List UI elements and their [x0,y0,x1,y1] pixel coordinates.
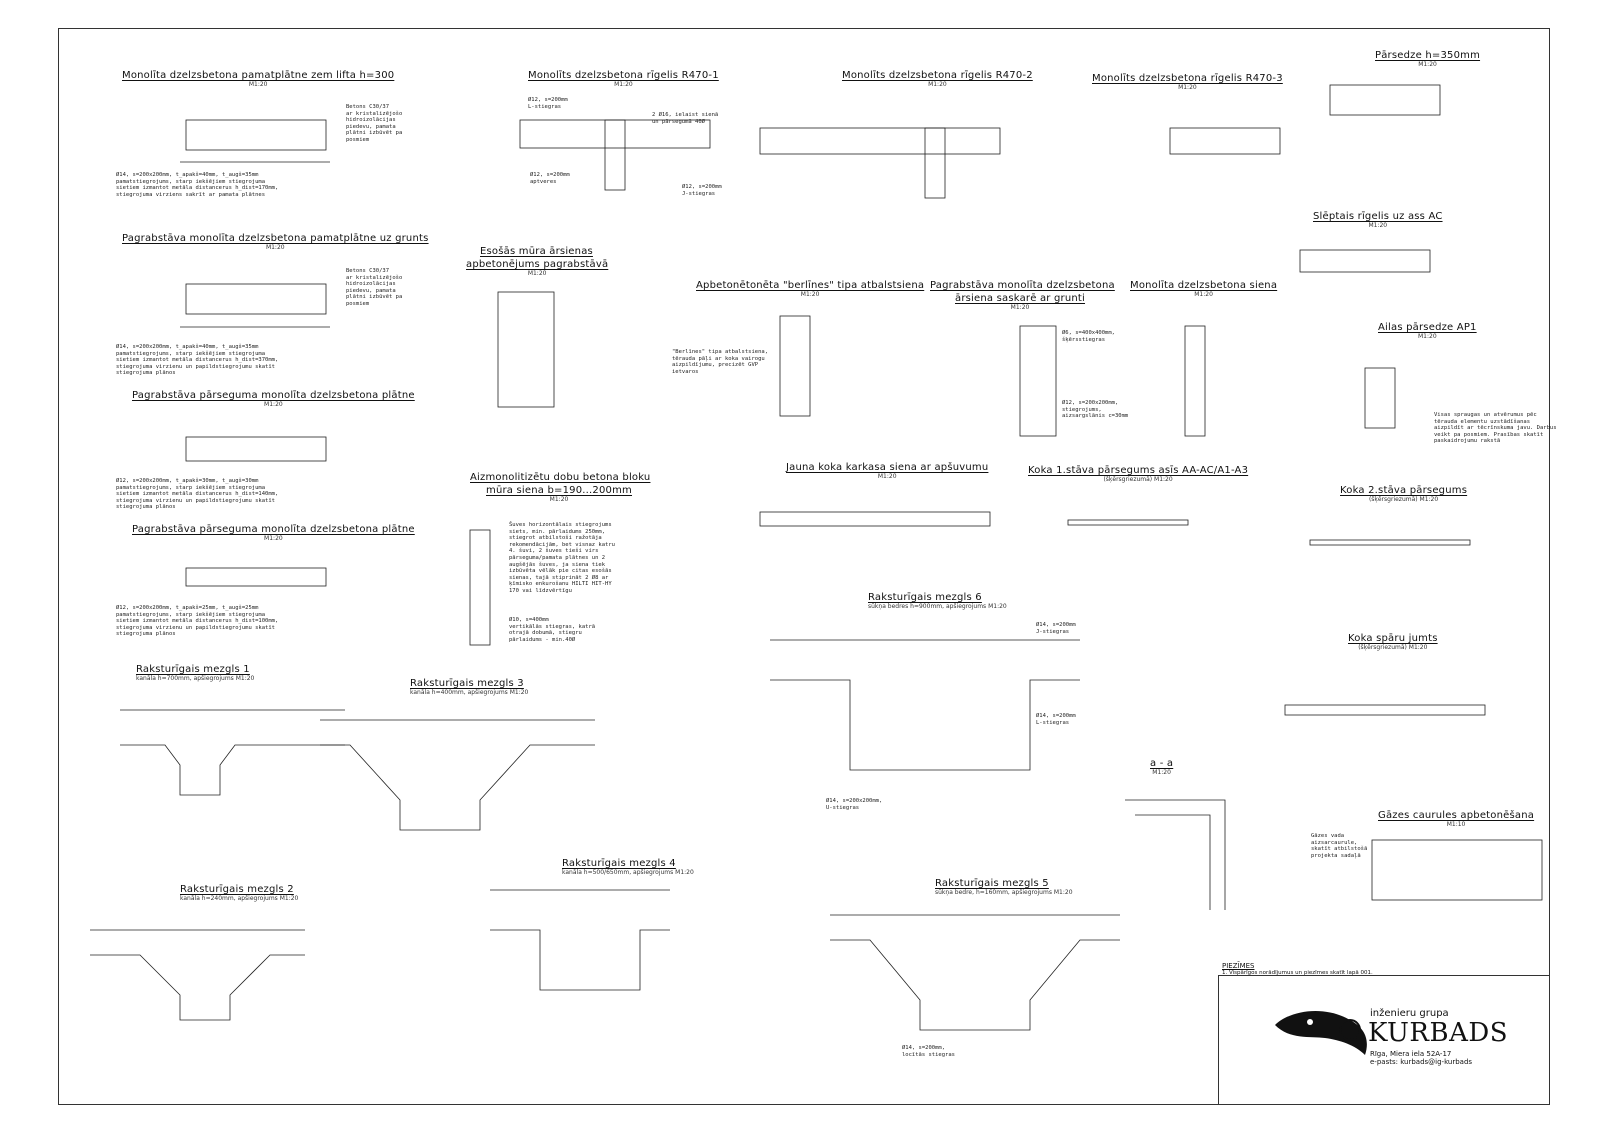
title-basement-slab: Pagrabstāva monolīta dzelzsbetona pamatp… [122,233,429,251]
rebar-label: Ø14, s=200x200mm, U-stiegras [826,798,883,811]
note-lift-rebar: Ø14, s=200x200mm, t_apakš=40mm, t_augš=3… [116,172,279,198]
channel-node-4 [490,889,670,991]
wall-section [1364,367,1396,429]
rebar-label: Ø12, s=200x200mm, stiegrojums, aizsargsl… [1062,400,1129,420]
title-block-wall: Aizmonolitizētu dobu betona bloku [470,472,651,483]
hidden-beam-section [1299,249,1431,273]
company-name: KURBADS [1368,1018,1509,1048]
beam-section [759,127,1001,155]
note-block-vertical: Ø10, s=400mm vertikālās stiegras, katrā … [509,617,596,643]
note-lift-concrete: Betons C30/37 ar kristalizējošo hidroizo… [346,104,403,143]
title-floor-slab-2: Pagrabstāva pārseguma monolīta dzelzsbet… [132,524,415,542]
title-floor-slab-1: Pagrabstāva pārseguma monolīta dzelzsbet… [132,390,415,408]
slab-section [185,119,327,151]
note-berlin: "Berlīnes" tipa atbalstsiena, tērauda pā… [672,349,769,375]
section-aa [1125,799,1226,910]
rebar-label: Ø14, s=200mm, locītās stiegras [902,1045,955,1058]
note-floor2-rebar: Ø12, s=200x200mm, t_apakš=25mm, t_augš=2… [116,605,279,638]
kurbads-logo-icon [1275,1010,1367,1055]
rebar-label: 2 Ø16, ielaist sienā un pārsegumā 40Ø [652,112,719,125]
rebar-label: Ø12, s=200mm aptveres [530,172,570,185]
email-line: e-pasts: kurbads@ig-kurbads [1370,1058,1473,1066]
block-wall-section [469,529,491,646]
roof-section [1284,704,1486,716]
timber-floor-section [1309,539,1471,546]
lintel-section [1329,84,1441,116]
title-timber-roof: Koka spāru jumts(šķērsgriezumā) M1:20 [1348,633,1438,651]
rebar-label: Ø14, s=200mm J-stiegras [1036,622,1076,635]
wall-section [1019,325,1057,437]
gas-pipe-section [1371,839,1543,901]
channel-node-3 [320,719,595,831]
beam-section [519,119,711,149]
title-timber-floor-1: Koka 1.stāva pārsegums asīs AA-AC/A1-A3(… [1028,465,1249,483]
note-floor1-rebar: Ø12, s=200x200mm, t_apakš=30mm, t_augš=3… [116,478,279,511]
sheet-frame [58,28,1550,1105]
title-timber-floor-2: Koka 2.stāva pārsegums(šķērsgriezumā) M1… [1340,485,1468,503]
address-line: Rīga, Miera iela 52A-17 [1370,1050,1452,1058]
wall-section [779,315,811,417]
rebar-label: Ø14, s=200mm L-stiegras [1036,713,1076,726]
title-lift-slab: Monolīta dzelzsbetona pamatplātne zem li… [122,70,395,88]
note-basement-rebar: Ø14, s=200x200mm, t_apakš=40mm, t_augš=3… [116,344,279,377]
rebar-label: Ø12, s=200mm J-stiegras [682,184,722,197]
wall-section [497,291,555,408]
notes-line: 1. Vispārīgos norādījumus un piezīmes sk… [1222,970,1373,976]
beam-section [1169,127,1281,155]
channel-node-1 [120,709,345,796]
title-existing-wall: Esošās mūra ārsienas [480,246,593,257]
rebar-label: Ø6, s=400x400mm, šķērsstiegras [1062,330,1115,343]
timber-wall-section [759,511,991,527]
title-block [1218,975,1550,1105]
wall-section [1184,325,1206,437]
note-ap1-gaps: Visas spraugas un atvērumus pēc tērauda … [1434,412,1557,445]
notes-header: PIEZĪMES [1222,962,1255,970]
channel-node-5 [830,914,1120,1031]
company-pre: inženieru grupa [1370,1008,1449,1019]
note-basement-concrete: Betons C30/37 ar kristalizējošo hidroizo… [346,268,403,307]
channel-node-2 [90,929,305,1021]
title-basement-wall: Pagrabstāva monolīta dzelzsbetona [930,280,1115,291]
timber-floor-section [1067,519,1189,526]
slab-section [185,436,327,462]
note-gas-pipe: Gāzes vada aizsarcaurule, skatīt atbilst… [1311,833,1368,859]
note-block-joints: Šuves horizontālais stiegrojums siets, m… [509,522,615,594]
slab-section [185,567,327,587]
slab-section [185,283,327,315]
company-address: Rīga, Miera iela 52A-17 e-pasts: kurbads… [1370,1050,1472,1066]
pump-pit-node-6 [770,639,1080,771]
title-berlin-wall: Apbetonētonēta "berlīnes" tipa atbalstsi… [696,280,925,298]
rebar-label: Ø12, s=200mm L-stiegras [528,97,568,110]
